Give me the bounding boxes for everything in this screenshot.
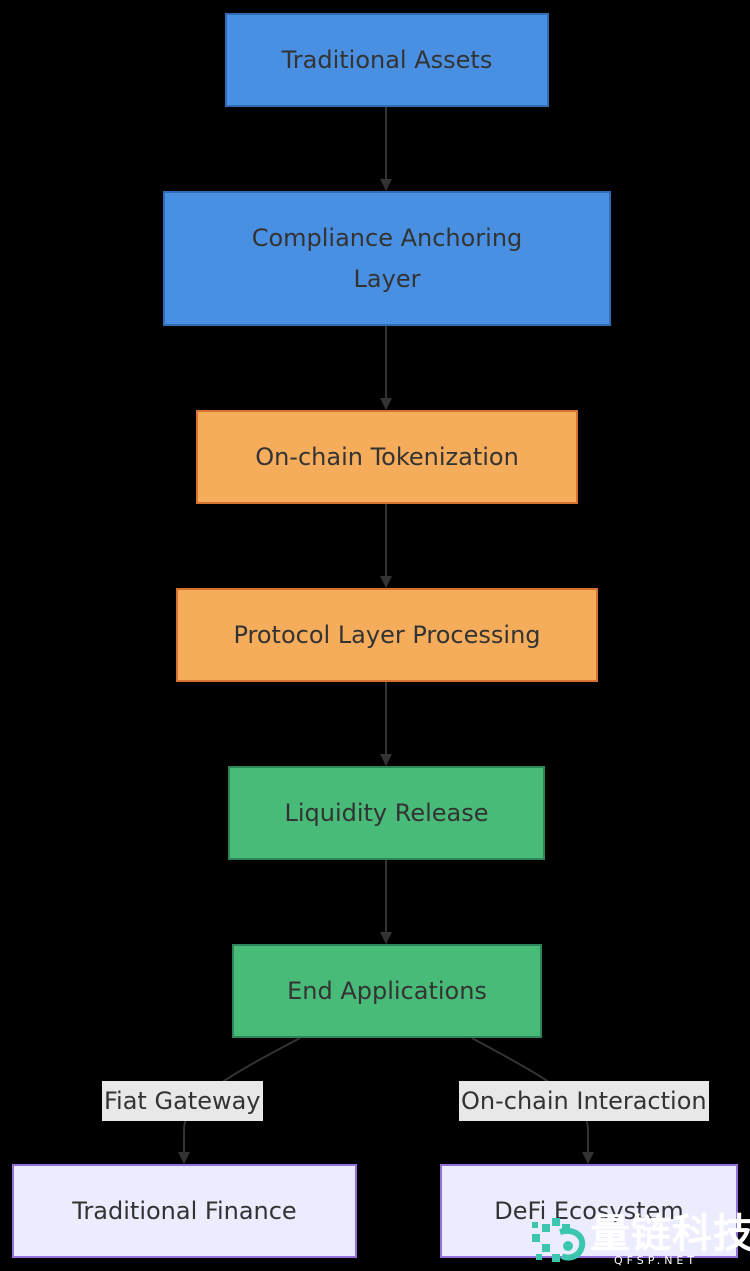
watermark-logo-icon bbox=[532, 1218, 586, 1262]
node-label: Traditional Finance bbox=[72, 1196, 297, 1225]
node-label: DeFi Ecosystem bbox=[494, 1196, 684, 1225]
node-label-line: Compliance Anchoring bbox=[251, 223, 523, 252]
node-label: Liquidity Release bbox=[284, 798, 489, 827]
node-onchain-tokenization[interactable]: On-chain Tokenization bbox=[196, 410, 578, 504]
node-label-line: Layer bbox=[353, 264, 421, 293]
node-defi-ecosystem[interactable]: DeFi Ecosystem bbox=[440, 1164, 738, 1258]
edge-label-onchain-interaction: On-chain Interaction bbox=[459, 1081, 709, 1121]
node-label: Traditional Assets bbox=[281, 45, 493, 74]
node-protocol-layer-processing[interactable]: Protocol Layer Processing bbox=[176, 588, 598, 682]
watermark: 量链科技 QFSP.NET bbox=[528, 1210, 750, 1271]
edge-label-fiat-gateway: Fiat Gateway bbox=[102, 1081, 263, 1121]
node-traditional-assets[interactable]: Traditional Assets bbox=[225, 13, 549, 107]
node-label: On-chain Tokenization bbox=[255, 442, 519, 471]
node-end-applications[interactable]: End Applications bbox=[232, 944, 542, 1038]
node-liquidity-release[interactable]: Liquidity Release bbox=[228, 766, 545, 860]
watermark-title: 量链科技 bbox=[590, 1211, 750, 1257]
node-label: End Applications bbox=[287, 976, 487, 1005]
node-traditional-finance[interactable]: Traditional Finance bbox=[12, 1164, 357, 1258]
node-label: Compliance Anchoring Layer bbox=[252, 218, 523, 300]
watermark-subtitle: QFSP.NET bbox=[614, 1254, 699, 1267]
node-compliance-anchoring-layer[interactable]: Compliance Anchoring Layer bbox=[163, 191, 611, 326]
node-label: Protocol Layer Processing bbox=[233, 620, 541, 649]
